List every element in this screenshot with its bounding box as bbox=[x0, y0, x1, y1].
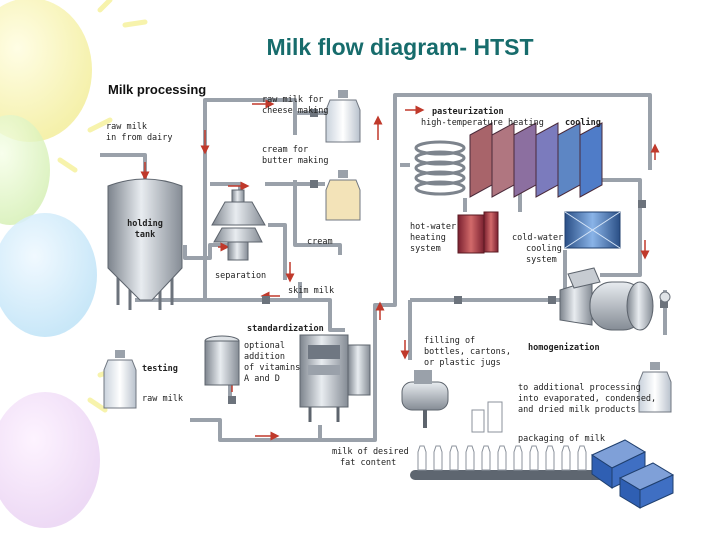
pasteurization-label: pasteurization bbox=[432, 106, 504, 117]
cold-water-system bbox=[564, 211, 621, 249]
svg-text:system: system bbox=[410, 244, 441, 254]
raw-milk-cheese-label: raw milk for cheese making bbox=[262, 95, 329, 116]
balloon-yellow bbox=[0, 0, 92, 142]
svg-text:or plastic jugs: or plastic jugs bbox=[424, 358, 501, 368]
hot-water-system bbox=[457, 211, 499, 254]
separator-centrifuge bbox=[211, 189, 266, 261]
heat-exchanger-plates bbox=[469, 122, 603, 198]
svg-text:and dried milk products: and dried milk products bbox=[518, 405, 636, 415]
svg-text:raw milk for: raw milk for bbox=[262, 95, 323, 105]
can-cheese-milk bbox=[325, 90, 361, 143]
raw-milk-in-label: raw milk in from dairy bbox=[106, 122, 173, 143]
svg-text:addition: addition bbox=[244, 352, 285, 362]
svg-text:into evaporated, condensed,: into evaporated, condensed, bbox=[518, 394, 656, 404]
svg-text:cream for: cream for bbox=[262, 145, 308, 155]
milk-crates bbox=[590, 439, 675, 509]
balloon-green bbox=[0, 115, 50, 225]
raw-milk-label: raw milk bbox=[142, 394, 183, 404]
cream-butter-label: cream for butter making bbox=[262, 145, 329, 166]
diagram-header: Milk processing bbox=[108, 82, 206, 97]
standardization-label: standardization bbox=[247, 323, 324, 334]
svg-text:heating: heating bbox=[410, 233, 446, 243]
cream-label: cream bbox=[307, 237, 333, 247]
svg-text:cheese making: cheese making bbox=[262, 106, 329, 116]
packaging-label: packaging of milk bbox=[518, 434, 605, 444]
can-testing bbox=[103, 350, 137, 409]
filling-label: filling of bottles, cartons, or plastic … bbox=[424, 336, 511, 368]
svg-text:in from dairy: in from dairy bbox=[106, 133, 173, 143]
heating-coil bbox=[414, 140, 466, 196]
homogenization-label: homogenization bbox=[528, 342, 600, 353]
flow-arrows bbox=[140, 99, 660, 441]
svg-text:hot-water: hot-water bbox=[410, 222, 456, 232]
optional-vitamins-label: optional addition of vitamins A and D bbox=[244, 341, 300, 384]
svg-text:A and D: A and D bbox=[244, 374, 280, 384]
svg-text:milk of desired: milk of desired bbox=[332, 447, 409, 457]
hot-water-label: hot-water heating system bbox=[410, 222, 456, 254]
milk-desired-fat-label: milk of desired fat content bbox=[332, 447, 409, 468]
svg-text:butter making: butter making bbox=[262, 156, 329, 166]
cold-water-label: cold-water cooling system bbox=[512, 233, 563, 265]
holding-tank-label-1: holding bbox=[127, 218, 163, 229]
standardization-unit bbox=[299, 334, 371, 422]
slide-title: Milk flow diagram- HTST bbox=[266, 34, 534, 60]
can-additional-processing bbox=[638, 362, 672, 413]
holding-tank-label-2: tank bbox=[135, 230, 155, 240]
svg-text:fat content: fat content bbox=[340, 458, 396, 468]
svg-text:raw milk: raw milk bbox=[106, 122, 147, 132]
separation-label: separation bbox=[215, 271, 266, 281]
can-butter-cream bbox=[325, 170, 361, 221]
svg-text:bottles, cartons,: bottles, cartons, bbox=[424, 347, 511, 357]
svg-text:system: system bbox=[526, 255, 557, 265]
cooling-label: cooling bbox=[565, 117, 601, 128]
svg-text:of vitamins: of vitamins bbox=[244, 363, 300, 373]
skim-milk-label: skim milk bbox=[288, 286, 334, 296]
svg-text:cold-water: cold-water bbox=[512, 233, 563, 243]
svg-text:cooling: cooling bbox=[526, 244, 562, 254]
additional-processing-label: to additional processing into evaporated… bbox=[518, 383, 656, 415]
valves bbox=[228, 109, 671, 404]
svg-text:to additional processing: to additional processing bbox=[518, 383, 641, 393]
vitamin-tank bbox=[204, 335, 240, 386]
balloon-blue bbox=[0, 213, 97, 337]
homogenizer bbox=[559, 267, 654, 331]
filling-machine bbox=[401, 370, 503, 433]
svg-text:filling of: filling of bbox=[424, 336, 475, 346]
bottling-conveyor bbox=[410, 445, 620, 480]
high-temp-heating-label: high-temperature heating bbox=[421, 118, 544, 128]
svg-text:optional: optional bbox=[244, 341, 285, 351]
testing-label: testing bbox=[142, 363, 178, 374]
balloon-purple bbox=[0, 392, 100, 528]
holding-tank: holding tank bbox=[107, 178, 183, 310]
